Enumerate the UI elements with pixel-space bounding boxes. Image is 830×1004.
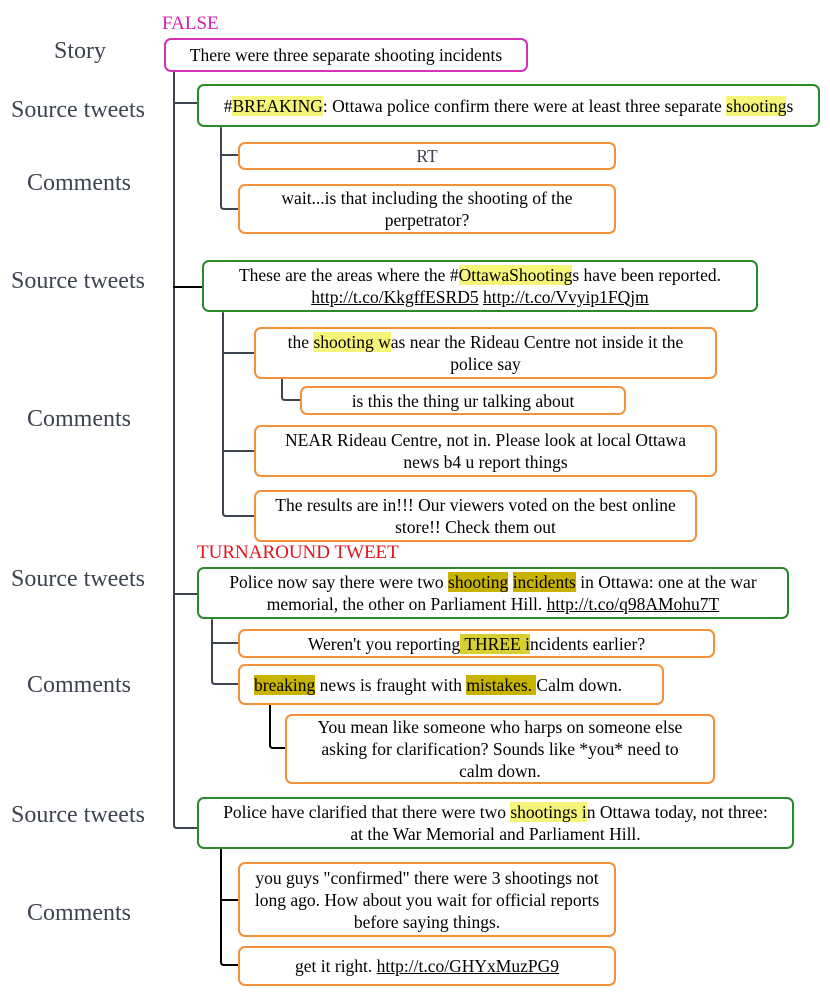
comment-2-3-line2: store!! Check them out <box>395 517 556 537</box>
comment-2-1-highlight: shooting w <box>313 332 391 352</box>
comment-3-2-reply: You mean like someone who harps on someo… <box>285 714 715 784</box>
source-2-highlight: OttawaShooting <box>458 265 573 285</box>
comment-3-1-pre: Weren't you reporting <box>307 633 461 654</box>
source-3-highlight-shooting: shooting <box>448 572 509 592</box>
comment-3-2-reply-line1: You mean like someone who harps on someo… <box>317 717 683 737</box>
comment-3-1: Weren't you reporting THREE incidents ea… <box>238 629 715 658</box>
comment-2-1-reply-text: is this the thing ur talking about <box>351 390 575 411</box>
source-tweet-2: These are the areas where the #OttawaSho… <box>202 260 758 312</box>
source-tweet-1: #BREAKING: Ottawa police confirm there w… <box>197 84 820 127</box>
comment-3-1-highlight: THREE i <box>460 633 530 654</box>
comments-label-2: Comments <box>27 406 132 432</box>
comment-4-1-line3: before saying things. <box>353 911 501 932</box>
branch-t1 <box>220 127 239 210</box>
source-3-post: in Ottawa: one at the war <box>575 572 757 592</box>
branch-t3 <box>211 619 239 685</box>
comment-2-1-line2: police say <box>450 354 521 374</box>
comment-2-1-pre: the <box>287 332 314 352</box>
source-3-link[interactable]: http://t.co/q98AMohu7T <box>546 594 720 614</box>
comment-2-1-reply: is this the thing ur talking about <box>300 386 626 415</box>
comment-4-2: get it right. http://t.co/GHYxMuzPG9 <box>238 946 616 986</box>
comment-2-2: NEAR Rideau Centre, not in. Please look … <box>254 425 717 477</box>
comment-4-1: you guys "confirmed" there were 3 shooti… <box>238 862 616 937</box>
source-4-post: n Ottawa today, not three: <box>586 802 768 822</box>
source-tweets-label-3: Source tweets <box>11 566 145 592</box>
source-1-highlight-breaking: BREAKING <box>232 95 323 116</box>
comment-3-1-post: ncidents earlier? <box>529 633 646 654</box>
source-4-pre: Police have clarified that there were tw… <box>223 802 511 822</box>
comment-1-1: RT <box>238 142 616 170</box>
comment-1-2-line2: perpetrator? <box>384 210 470 230</box>
source-4-highlight: shootings i <box>510 802 587 822</box>
turnaround-tag: TURNAROUND TWEET <box>197 542 399 563</box>
comment-3-2-post: Calm down. <box>536 674 622 695</box>
comment-3-2-reply-line3: calm down. <box>459 761 541 781</box>
source-1-suffix: s <box>786 95 794 116</box>
comment-4-2-pre: get it right. <box>295 956 377 976</box>
branch-t4 <box>220 848 239 966</box>
source-4-line2: at the War Memorial and Parliament Hill. <box>350 824 641 844</box>
source-tweets-label-2: Source tweets <box>11 268 145 294</box>
branch-t3-reply <box>269 704 286 749</box>
comment-1-1-text: RT <box>416 146 438 166</box>
false-tag: FALSE <box>162 13 219 34</box>
comment-2-2-line2: news b4 u report things <box>403 452 568 472</box>
source-tweet-3: Police now say there were two shooting i… <box>197 567 789 619</box>
story-text: There were three separate shooting incid… <box>189 45 503 65</box>
comment-3-2-reply-line2: asking for clarification? Sounds like *y… <box>321 739 679 759</box>
source-1-mid: : Ottawa police confirm there were at le… <box>322 95 727 116</box>
source-3-line2: memorial, the other on Parliament Hill. <box>266 594 547 614</box>
comment-3-2-highlight-mistakes: mistakes. <box>466 674 537 695</box>
branch-t2-reply <box>281 377 301 401</box>
trunk-line <box>173 71 198 829</box>
comments-label-1: Comments <box>27 170 132 196</box>
source-3-pre: Police now say there were two <box>229 572 449 592</box>
source-1-prefix: # <box>223 95 233 116</box>
source-2-pre: These are the areas where the # <box>238 265 459 285</box>
source-2-link-1[interactable]: http://t.co/KkgffESRD5 <box>311 287 479 307</box>
comment-3-2-mid: news is fraught with <box>315 674 467 695</box>
source-3-highlight-incidents: incidents <box>512 572 576 592</box>
comment-4-1-line2: long ago. How about you wait for officia… <box>254 889 600 910</box>
source-2-post: s have been reported. <box>572 265 722 285</box>
comment-1-2: wait...is that including the shooting of… <box>238 184 616 234</box>
comments-label-3: Comments <box>27 672 132 698</box>
comment-2-3-line1: The results are in!!! Our viewers voted … <box>275 495 676 515</box>
source-tweet-4: Police have clarified that there were tw… <box>197 797 794 849</box>
source-2-link-2[interactable]: http://t.co/Vvyip1FQjm <box>482 287 649 307</box>
comment-2-1: the shooting was near the Rideau Centre … <box>254 327 717 379</box>
source-tweets-label-4: Source tweets <box>11 802 145 828</box>
story-label: Story <box>54 38 107 64</box>
comment-2-1-post: as near the Rideau Centre not inside it … <box>390 332 684 352</box>
comment-4-1-line1: you guys "confirmed" there were 3 shooti… <box>255 867 599 888</box>
story-box: There were three separate shooting incid… <box>164 38 528 72</box>
comment-3-2-highlight-breaking: breaking <box>254 674 316 695</box>
comment-2-3: The results are in!!! Our viewers voted … <box>254 490 697 542</box>
source-tweets-label-1: Source tweets <box>11 97 145 123</box>
comment-1-2-line1: wait...is that including the shooting of… <box>281 188 573 208</box>
comments-label-4: Comments <box>27 900 132 926</box>
source-1-highlight-shooting: shooting <box>726 95 787 116</box>
comment-4-2-link[interactable]: http://t.co/GHYxMuzPG9 <box>376 956 559 976</box>
comment-2-2-line1: NEAR Rideau Centre, not in. Please look … <box>285 430 686 450</box>
comment-3-2: breaking news is fraught with mistakes. … <box>238 664 664 705</box>
branch-t2 <box>222 312 255 517</box>
